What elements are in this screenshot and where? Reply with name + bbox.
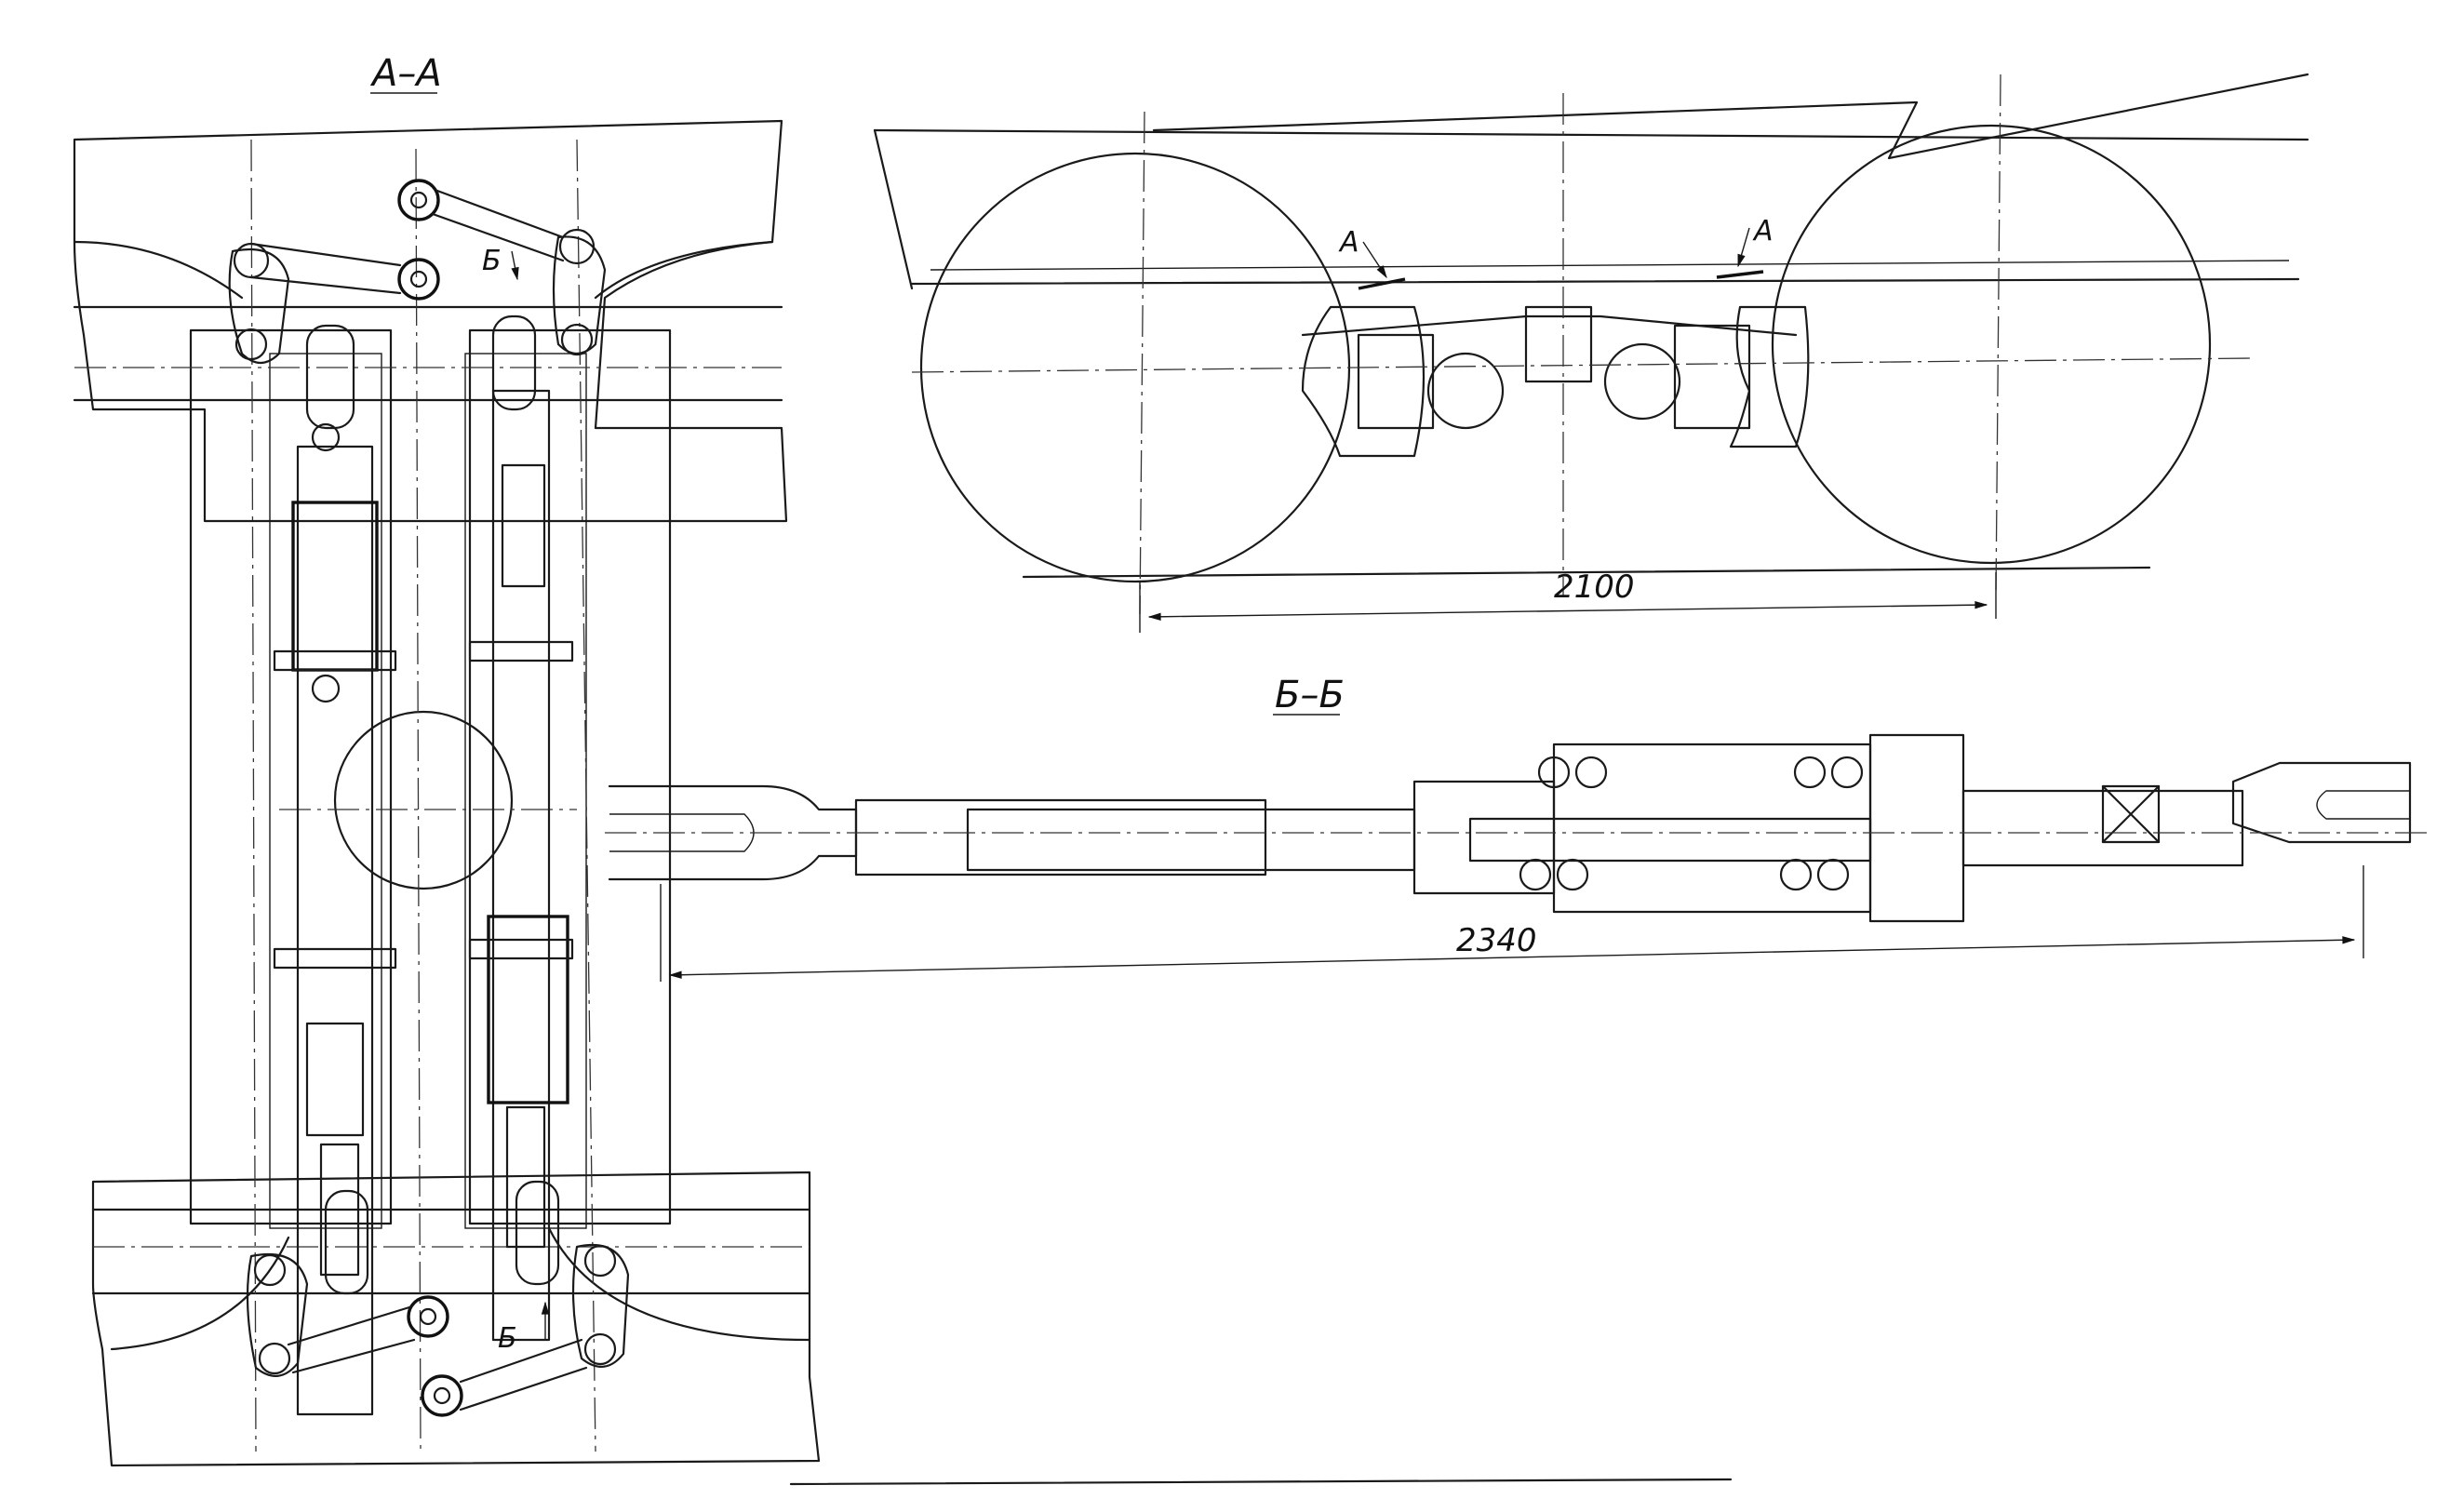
view-mark-b-top: Б (482, 245, 502, 277)
section-aa-title: А–А (369, 52, 442, 95)
section-aa-view: А–А (73, 52, 821, 1467)
bogie-side-view: А А 2100 (873, 73, 2309, 633)
rod-length-dimension: 2340 (1456, 922, 1537, 959)
wheelbase-dimension: 2100 (1554, 569, 1635, 606)
section-bb-view: Б–Б 2340 (605, 674, 2429, 982)
section-bb-title: Б–Б (1275, 674, 1345, 716)
view-mark-b-bottom: Б (498, 1322, 517, 1355)
bottom-rule (789, 1478, 1733, 1486)
cut-mark-a-right: А (1752, 215, 1774, 248)
cut-mark-a-left: А (1338, 226, 1359, 259)
